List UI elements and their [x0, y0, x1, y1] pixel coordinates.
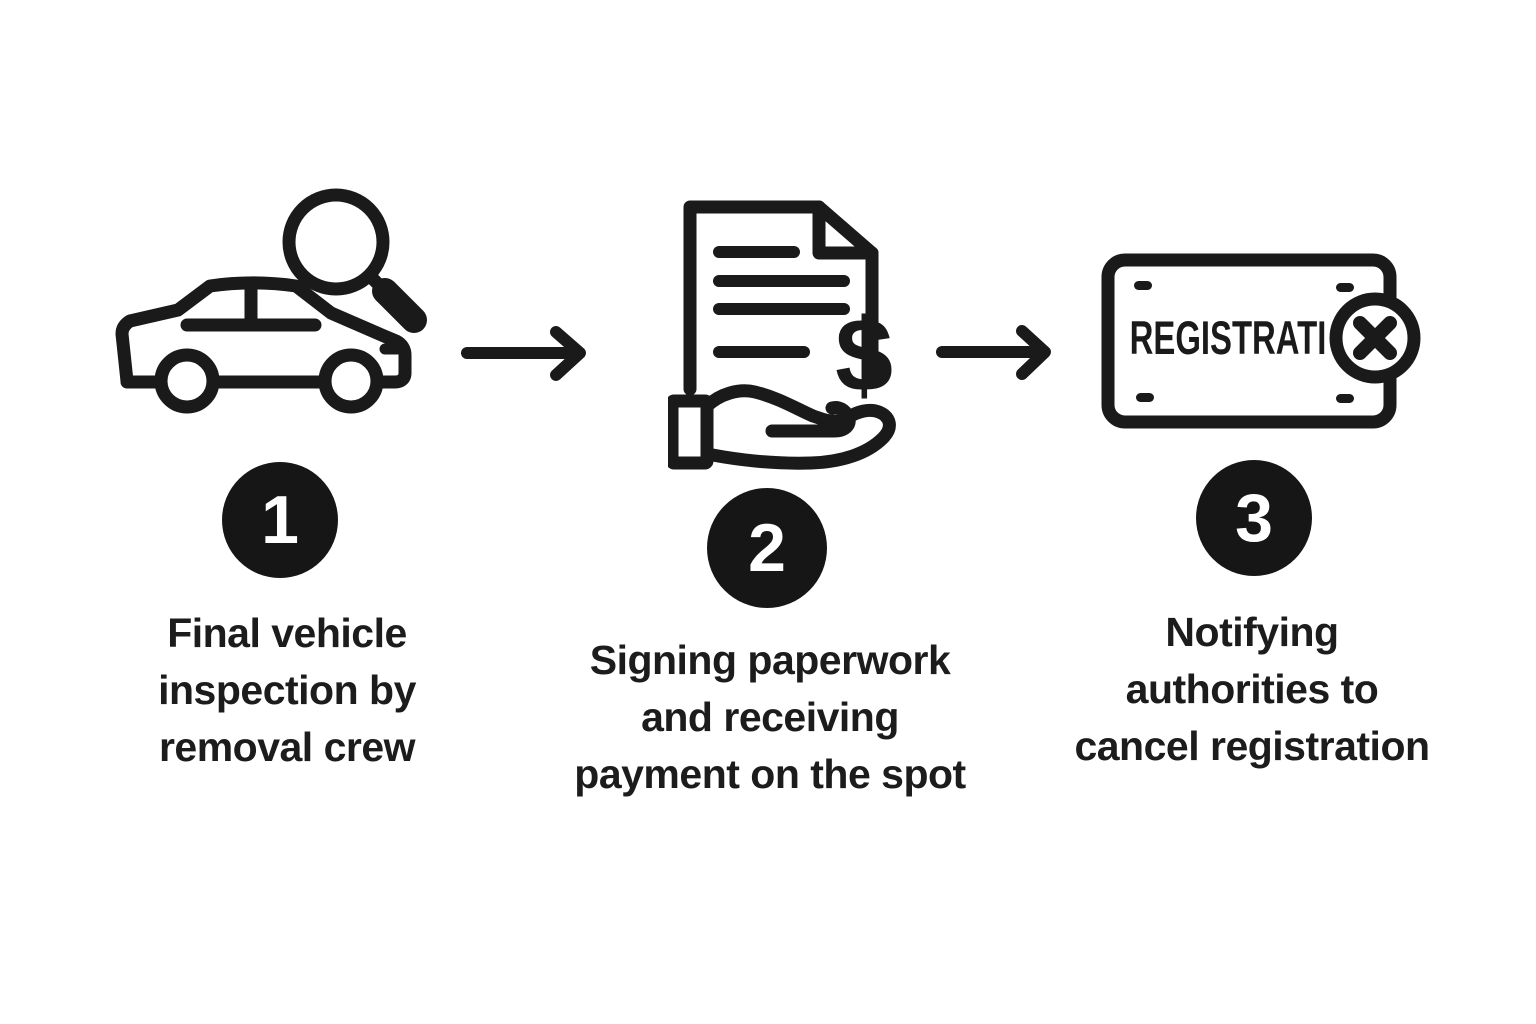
step-2-label-line: Signing paperwork — [589, 637, 951, 683]
step-2-label-line: payment on the spot — [574, 751, 966, 797]
document-payment-hand-icon: $ — [668, 200, 896, 470]
step-2-label: Signing paperwork and receiving payment … — [490, 632, 1050, 803]
arrow-right-icon — [936, 325, 1051, 380]
arrow-right-icon — [461, 326, 586, 381]
step-2-number-badge: 2 — [707, 488, 827, 608]
step-1-label-line: removal crew — [158, 724, 416, 770]
cancel-x-icon — [1329, 292, 1421, 384]
step-3-label-line: cancel registration — [1074, 723, 1430, 769]
dollar-sign: $ — [835, 298, 893, 414]
car-magnifier-icon — [115, 188, 427, 414]
license-plate-cancel-icon: REGISTRATI — [1101, 253, 1421, 429]
step-3-number: 3 — [1235, 480, 1273, 556]
step-2-number: 2 — [748, 510, 786, 586]
step-3-label-line: authorities to — [1125, 666, 1379, 712]
step-3-label: Notifying authorities to cancel registra… — [972, 604, 1532, 775]
step-1-number-badge: 1 — [222, 462, 338, 578]
step-3-label-line: Notifying — [1165, 609, 1339, 655]
step-1-number: 1 — [261, 482, 299, 558]
plate-text: REGISTRATI — [1130, 311, 1327, 364]
step-2-label-line: and receiving — [641, 694, 899, 740]
plate-screws — [1134, 281, 1354, 403]
step-3-number-badge: 3 — [1196, 460, 1312, 576]
step-1-label: Final vehicle inspection by removal crew — [27, 605, 547, 776]
step-1-label-line: Final vehicle — [167, 610, 407, 656]
step-1-label-line: inspection by — [158, 667, 416, 713]
